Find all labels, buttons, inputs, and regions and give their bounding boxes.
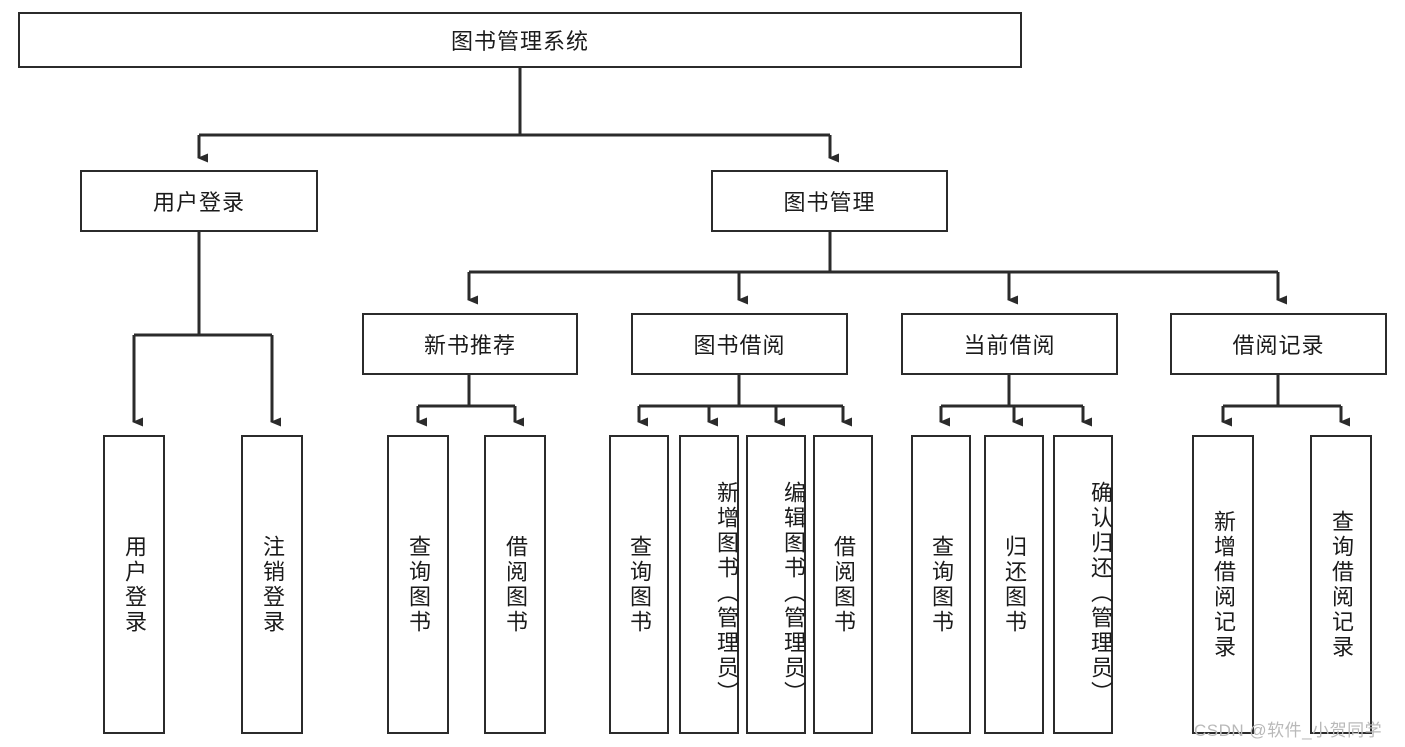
- node-leaf-query-book-borrow[interactable]: 查询图书: [609, 435, 669, 734]
- node-leaf-confirm-return[interactable]: 确认归还（管理员）: [1053, 435, 1113, 734]
- node-root[interactable]: 图书管理系统: [18, 12, 1022, 68]
- node-leaf-borrow-book[interactable]: 借阅图书: [813, 435, 873, 734]
- node-borrow-record-label: 借阅记录: [1232, 333, 1325, 358]
- node-leaf-return-book[interactable]: 归还图书: [984, 435, 1044, 734]
- node-leaf-add-book[interactable]: 新增图书（管理员）: [679, 435, 739, 734]
- edges-root-to-level2: [197, 68, 840, 163]
- node-leaf-user-login-label: 用户登录: [122, 534, 147, 635]
- node-leaf-add-record[interactable]: 新增借阅记录: [1192, 435, 1254, 734]
- node-new-book-recommend[interactable]: 新书推荐: [362, 313, 578, 375]
- node-leaf-query-book-rec-label: 查询图书: [406, 534, 431, 635]
- node-leaf-query-record[interactable]: 查询借阅记录: [1310, 435, 1372, 734]
- node-book-borrow[interactable]: 图书借阅: [631, 313, 848, 375]
- node-root-label: 图书管理系统: [450, 29, 589, 54]
- node-leaf-return-book-label: 归还图书: [1002, 534, 1027, 635]
- node-borrow-record[interactable]: 借阅记录: [1170, 313, 1387, 375]
- node-leaf-query-book-cur[interactable]: 查询图书: [911, 435, 971, 734]
- node-leaf-user-login[interactable]: 用户登录: [103, 435, 165, 734]
- node-leaf-borrow-book-rec-label: 借阅图书: [503, 534, 528, 635]
- node-leaf-query-book-borrow-label: 查询图书: [627, 534, 652, 635]
- node-current-borrow-label: 当前借阅: [963, 333, 1056, 358]
- node-leaf-add-record-label: 新增借阅记录: [1211, 509, 1236, 660]
- node-user-login[interactable]: 用户登录: [80, 170, 318, 232]
- node-new-book-recommend-label: 新书推荐: [423, 333, 516, 358]
- edges-userlogin-to-leaves: [132, 232, 282, 427]
- node-leaf-query-book-cur-label: 查询图书: [929, 534, 954, 635]
- watermark-text: CSDN @软件_小贺同学: [1194, 721, 1383, 740]
- node-leaf-borrow-book-label: 借阅图书: [831, 534, 856, 635]
- edges-borrowrecord-to-leaves: [1221, 375, 1351, 427]
- node-book-borrow-label: 图书借阅: [693, 333, 786, 358]
- edges-bookborrow-to-leaves: [637, 375, 853, 427]
- node-book-management[interactable]: 图书管理: [711, 170, 948, 232]
- node-book-management-label: 图书管理: [783, 190, 876, 215]
- node-leaf-confirm-return-label: 确认归还（管理员）: [1088, 481, 1113, 706]
- edges-currentborrow-to-leaves: [939, 375, 1093, 427]
- edges-newbook-to-leaves: [416, 375, 525, 427]
- node-leaf-user-logout-label: 注销登录: [260, 534, 285, 635]
- node-leaf-borrow-book-rec[interactable]: 借阅图书: [484, 435, 546, 734]
- node-leaf-edit-book[interactable]: 编辑图书（管理员）: [746, 435, 806, 734]
- node-leaf-query-book-rec[interactable]: 查询图书: [387, 435, 449, 734]
- edges-bookmgmt-to-level3: [467, 232, 1288, 305]
- node-leaf-add-book-label: 新增图书（管理员）: [714, 481, 739, 706]
- node-current-borrow[interactable]: 当前借阅: [901, 313, 1118, 375]
- node-leaf-edit-book-label: 编辑图书（管理员）: [781, 481, 806, 706]
- node-leaf-query-record-label: 查询借阅记录: [1329, 509, 1354, 660]
- node-user-login-label: 用户登录: [152, 190, 245, 215]
- node-leaf-user-logout[interactable]: 注销登录: [241, 435, 303, 734]
